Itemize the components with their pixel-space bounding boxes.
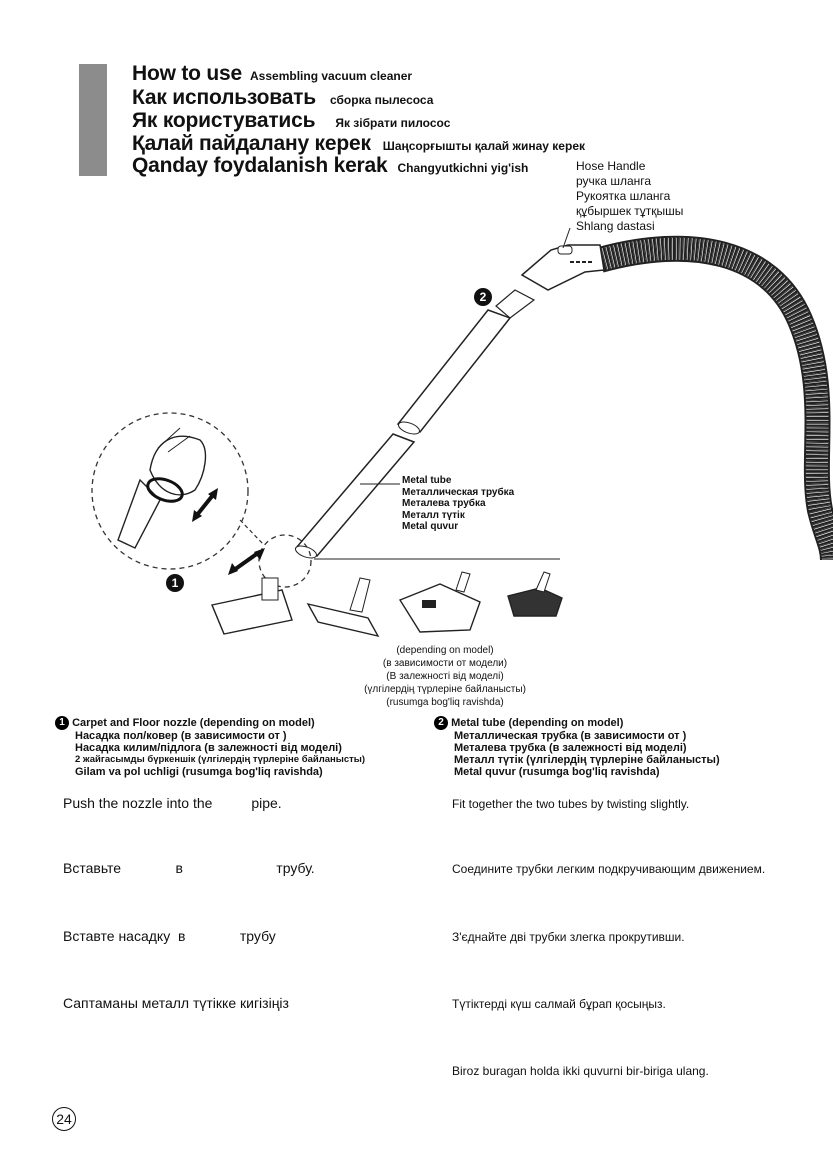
callout-badge-1: 1	[166, 574, 184, 592]
title-row-en: How to use Assembling vacuum cleaner	[132, 62, 412, 86]
hose-handle-label: Shlang dastasi	[576, 219, 655, 233]
model-note: (в зависимости от модели)	[382, 658, 508, 669]
title-row-ru: Как использовать сборка пылесоса	[132, 86, 433, 110]
floor-nozzle-icon	[306, 577, 380, 638]
upper-tube-icon	[396, 289, 536, 435]
instruction-left: Саптаманы металл түтікке кигізіңіз	[63, 995, 289, 1011]
instruction-right: Соедините трубки легким подкручивающим д…	[452, 862, 766, 876]
caption-badge-2: 2	[434, 716, 448, 730]
title-ru: Как использовать	[132, 86, 316, 109]
instruction-left: Вставьте в трубу.	[63, 860, 315, 876]
detail-circle-small	[258, 534, 312, 588]
carpet-floor-nozzle-icon	[211, 577, 293, 635]
instruction-left: Push the nozzle into the pipe.	[63, 795, 282, 811]
callout-badge-2: 2	[474, 288, 492, 306]
model-note-group: (depending on model) (в зависимости от м…	[345, 644, 545, 709]
title-row-uk: Як користуватись Як зібрати пилосос	[132, 109, 450, 133]
caption-right-line: Металева трубка (в залежності від моделі…	[454, 742, 687, 754]
section-marker-bar	[79, 64, 107, 176]
title-kk: Қалай пайдалану керек	[132, 132, 371, 155]
hose-handle-label: құбыршек тұтқышы	[576, 204, 684, 218]
caption-left-line: 2 жайгасымды бүркеншік (үлгілердің түрле…	[75, 754, 366, 765]
subtitle-uz: Changyutkichni yig'ish	[397, 161, 529, 175]
caption-badge-1: 1	[55, 716, 69, 730]
model-note: (үлгілердің түрлеріне байланысты)	[364, 684, 526, 695]
detail-circle	[91, 412, 249, 570]
model-note: (rusumga bog'liq ravishda)	[386, 697, 504, 708]
instruction-right: З'єднайте дві трубки злегка прокрутивши.	[452, 930, 685, 944]
hose-icon	[596, 235, 833, 561]
turbo-nozzle-icon	[398, 571, 481, 633]
metal-tube-label: Металлическая трубка	[402, 486, 515, 498]
double-arrow-icon-2	[228, 548, 265, 575]
title-uz: Qanday foydalanish kerak	[132, 154, 388, 177]
instruction-right: Biroz buragan holda ikki quvurni bir-bir…	[452, 1064, 709, 1078]
caption-right: 2 Metal tube (depending on model) Металл…	[434, 716, 720, 778]
subtitle-ru: сборка пылесоса	[329, 93, 434, 107]
metal-tube-label: Металева трубка	[402, 498, 486, 509]
title-uk: Як користуватись	[132, 109, 316, 132]
model-note: (В залежності від моделі)	[386, 671, 504, 682]
instruction-right: Түтіктерді күш салмай бұрап қосыңыз.	[452, 997, 666, 1011]
caption-right-line: Metal tube (depending on model)	[451, 716, 624, 729]
caption-right-line: Металл түтік (үлгілердің түрлеріне байла…	[454, 754, 720, 766]
metal-tube-label: Metal tube	[402, 475, 452, 486]
lower-tube-icon	[294, 433, 416, 559]
caption-left-line: Carpet and Floor nozzle (depending on mo…	[72, 716, 315, 729]
caption-left-line: Насадка килим/підлога (в залежності від …	[75, 742, 342, 754]
hose-handle-icon	[520, 227, 605, 291]
subtitle-assembling: Assembling vacuum cleaner	[250, 69, 413, 83]
hose-handle-label: Hose Handle	[576, 159, 646, 173]
hose-handle-label-group: Hose Handle ручка шланга Рукоятка шланга…	[576, 159, 683, 234]
instruction-left: Вставте насадку в трубу	[63, 928, 276, 944]
page-number: 24	[52, 1107, 76, 1131]
model-note: (depending on model)	[396, 645, 494, 656]
hand-icon	[117, 427, 207, 549]
metal-tube-label-group: Metal tube Металлическая трубка Металева…	[402, 475, 514, 533]
instruction-right: Fit together the two tubes by twisting s…	[452, 797, 690, 811]
metal-tube-label: Metal quvur	[402, 521, 459, 532]
caption-left-line: Gilam va pol uchligi (rusumga bog'liq ra…	[75, 766, 323, 778]
title-row-uz: Qanday foydalanish kerak Changyutkichni y…	[132, 154, 528, 178]
title-how-to-use: How to use	[132, 62, 243, 85]
caption-right-line: Металлическая трубка (в зависимости от )	[454, 730, 687, 742]
subtitle-uk: Як зібрати пилосос	[335, 116, 451, 130]
mini-turbo-nozzle-icon	[507, 571, 563, 617]
caption-right-line: Metal quvur (rusumga bog'liq ravishda)	[454, 766, 660, 778]
hose-handle-label: ручка шланга	[576, 174, 652, 188]
subtitle-kk: Шаңсорғышты қалай жинау керек	[382, 139, 585, 153]
metal-tube-label: Металл түтік	[402, 509, 465, 521]
caption-left: 1 Carpet and Floor nozzle (depending on …	[55, 716, 365, 778]
hose-handle-label: Рукоятка шланга	[576, 189, 671, 203]
caption-left-line: Насадка пол/ковер (в зависимости от )	[75, 730, 287, 742]
double-arrow-icon	[192, 488, 218, 522]
title-row-kk: Қалай пайдалану керек Шаңсорғышты қалай ж…	[132, 132, 585, 156]
